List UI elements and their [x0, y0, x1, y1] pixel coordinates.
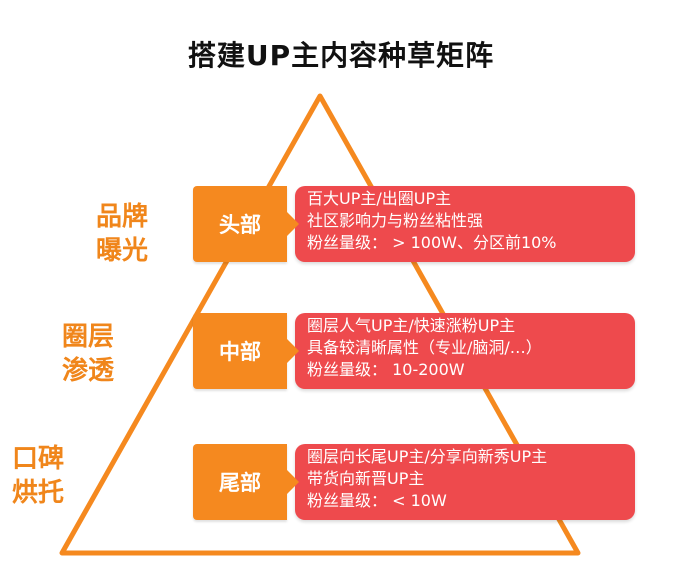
tier-line: 圈层人气UP主/快速涨粉UP主: [307, 316, 516, 335]
tier-line: 粉丝量级： 10-200W: [307, 360, 465, 379]
side-label-line: 圈层: [62, 322, 115, 352]
tier-line: 社区影响力与粉丝粘性强: [307, 211, 484, 230]
tier-tab-head: 头部: [193, 186, 299, 262]
tier-line: 百大UP主/出圈UP主: [307, 189, 452, 208]
tier-line: 圈层向长尾UP主/分享向新秀UP主: [307, 447, 548, 466]
side-label-word-of-mouth: 口碑 烘托: [12, 442, 64, 510]
side-label-line: 口碑: [12, 444, 65, 474]
side-label-brand-exposure: 品牌 曝光: [96, 200, 148, 268]
tier-line: 带货向新晋UP主: [307, 469, 425, 488]
side-label-line: 渗透: [62, 356, 115, 386]
tier-box-head: 百大UP主/出圈UP主 社区影响力与粉丝粘性强 粉丝量级： > 100W、分区前…: [295, 186, 635, 262]
tier-line: 粉丝量级： > 100W、分区前10%: [307, 233, 557, 252]
tier-line: 具备较清晰属性（专业/脑洞/…）: [307, 338, 542, 357]
page-title: 搭建UP主内容种草矩阵: [187, 39, 495, 72]
tier-box-middle: 圈层人气UP主/快速涨粉UP主 具备较清晰属性（专业/脑洞/…） 粉丝量级： 1…: [295, 313, 635, 389]
side-label-line: 品牌: [96, 202, 149, 232]
tier-tab-middle: 中部: [193, 313, 299, 389]
tier-line: 粉丝量级： < 10W: [307, 491, 447, 510]
side-label-circle-penetration: 圈层 渗透: [62, 320, 114, 388]
tier-tab-tail: 尾部: [193, 444, 299, 520]
side-label-line: 曝光: [96, 236, 149, 266]
tier-box-tail: 圈层向长尾UP主/分享向新秀UP主 带货向新晋UP主 粉丝量级： < 10W: [295, 444, 635, 520]
side-label-line: 烘托: [12, 478, 65, 508]
